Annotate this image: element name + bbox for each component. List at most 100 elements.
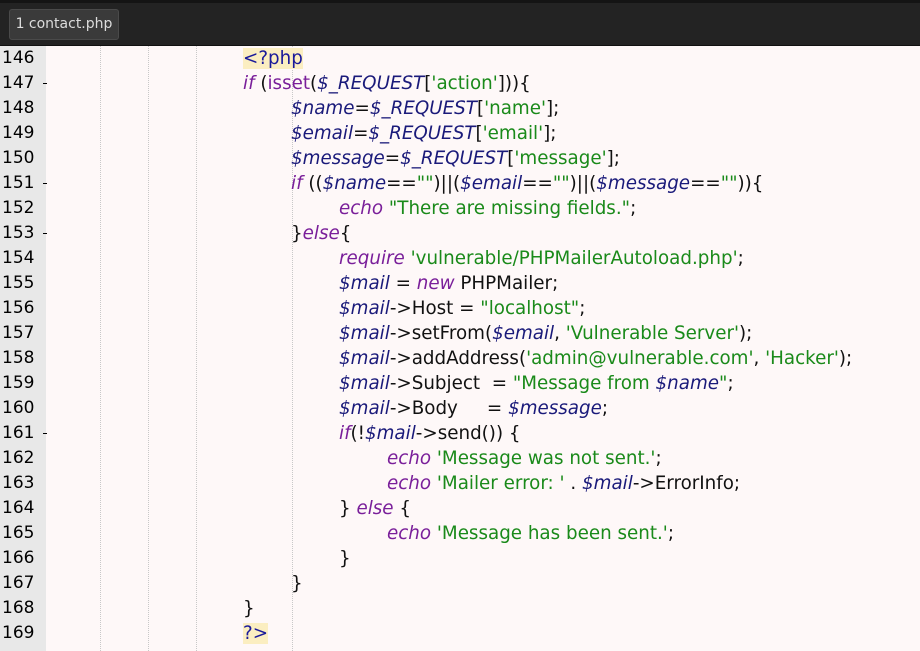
code-token: $_REQUEST (317, 73, 425, 94)
code-line[interactable]: 166} (0, 546, 920, 571)
code-token: $_REQUEST (400, 148, 508, 169)
line-number-gutter (0, 46, 46, 651)
line-number: 155 (2, 273, 35, 293)
code-token: ->ErrorInfo; (632, 473, 741, 494)
fold-marker-icon[interactable] (43, 433, 47, 434)
code-token: "localhost" (480, 298, 580, 319)
code-token: $message (596, 173, 691, 194)
line-number: 169 (2, 623, 35, 643)
line-number: 164 (2, 498, 35, 518)
code-text: echo 'Mailer error: ' . $mail->ErrorInfo… (387, 471, 740, 496)
code-line[interactable]: 150$message=$_REQUEST['message']; (0, 146, 920, 171)
code-line[interactable]: 146<?php (0, 46, 920, 71)
code-token: require (339, 248, 405, 269)
code-line[interactable]: 160$mail->Body = $message; (0, 396, 920, 421)
code-line[interactable]: 164 } else { (0, 496, 920, 521)
code-text: if(!$mail->send()) { (339, 421, 521, 446)
code-text: $mail->Subject = "Message from $name"; (339, 371, 734, 396)
code-token: if (243, 73, 255, 94)
code-token: == (690, 173, 721, 194)
code-token: ); (739, 323, 753, 344)
code-text: } else { (339, 496, 411, 521)
code-token: $mail (339, 298, 390, 319)
code-token: $message (291, 148, 385, 169)
fold-marker-icon[interactable] (43, 83, 47, 84)
code-area (46, 46, 920, 651)
code-token: { (339, 223, 352, 244)
tab-bar: 1 contact.php (0, 0, 920, 46)
code-line[interactable]: 148$name=$_REQUEST['name']; (0, 96, 920, 121)
code-token: "Message from (512, 373, 656, 394)
code-token: )||( (569, 173, 597, 194)
code-token: $mail (339, 398, 390, 419)
code-text: if (isset($_REQUEST['action'])){ (243, 71, 531, 96)
code-token: [ (507, 148, 515, 169)
code-token: $mail (364, 423, 416, 444)
code-token: ; (655, 448, 662, 469)
code-token: $email (460, 173, 523, 194)
code-token: (! (350, 423, 365, 444)
code-token: ; (727, 373, 734, 394)
line-number: 167 (2, 573, 35, 593)
code-token: "There are missing fields." (388, 198, 631, 219)
code-line[interactable]: 167} (0, 571, 920, 596)
code-token: ]; (606, 148, 620, 169)
code-token: $name (322, 173, 387, 194)
line-number: 161 (2, 423, 35, 443)
code-text: } (339, 546, 351, 571)
code-token: ->setFrom( (389, 323, 493, 344)
code-line[interactable]: 149$email=$_REQUEST['email']; (0, 121, 920, 146)
code-text: } (291, 571, 303, 596)
line-number: 153 (2, 223, 35, 243)
code-token: if (291, 173, 303, 194)
code-token: = (389, 273, 417, 294)
code-text: $mail->Body = $message; (339, 396, 608, 421)
code-token: ; (630, 198, 637, 219)
code-token: [ (476, 98, 485, 119)
code-token: } (339, 498, 357, 519)
code-text: $mail->addAddress('admin@vulnerable.com'… (339, 346, 852, 371)
code-line[interactable]: 169?> (0, 621, 920, 646)
line-number: 168 (2, 598, 35, 618)
code-token: ; (667, 523, 675, 544)
code-line[interactable]: 168} (0, 596, 920, 621)
line-number: 149 (2, 123, 35, 143)
code-token: ->send()) { (415, 423, 521, 444)
tab-bar-divider (0, 45, 920, 46)
code-token: " (719, 373, 728, 394)
code-text: echo 'Message was not sent.'; (387, 446, 662, 471)
code-token: 'Mailer error: ' (436, 473, 565, 494)
code-token: 'Hacker' (765, 348, 839, 369)
code-line[interactable]: 161 if(!$mail->send()) { (0, 421, 920, 446)
line-number: 148 (2, 98, 35, 118)
code-token: ->addAddress( (389, 348, 527, 369)
code-token: 'Vulnerable Server' (565, 323, 740, 344)
code-token: )||( (433, 173, 461, 194)
tab-contact-php[interactable]: 1 contact.php (9, 9, 119, 40)
code-token: } (243, 598, 255, 619)
code-line[interactable]: 157$mail->setFrom($email, 'Vulnerable Se… (0, 321, 920, 346)
code-token: 'admin@vulnerable.com' (526, 348, 754, 369)
fold-marker-icon[interactable] (43, 233, 47, 234)
code-token: <?php (243, 48, 303, 69)
code-text: } (243, 596, 255, 621)
code-line[interactable]: 159$mail->Subject = "Message from $name"… (0, 371, 920, 396)
code-token: { (393, 498, 412, 519)
code-line[interactable]: 156$mail->Host = "localhost"; (0, 296, 920, 321)
code-line[interactable]: 155$mail = new PHPMailer; (0, 271, 920, 296)
fold-marker-icon[interactable] (43, 183, 47, 184)
code-token: ); (838, 348, 853, 369)
code-token: = (353, 123, 369, 144)
code-text: require 'vulnerable/PHPMailerAutoload.ph… (339, 246, 744, 271)
code-line[interactable]: 153}else{ (0, 221, 920, 246)
code-line[interactable]: 158$mail->addAddress('admin@vulnerable.c… (0, 346, 920, 371)
code-token: 'message' (514, 148, 607, 169)
